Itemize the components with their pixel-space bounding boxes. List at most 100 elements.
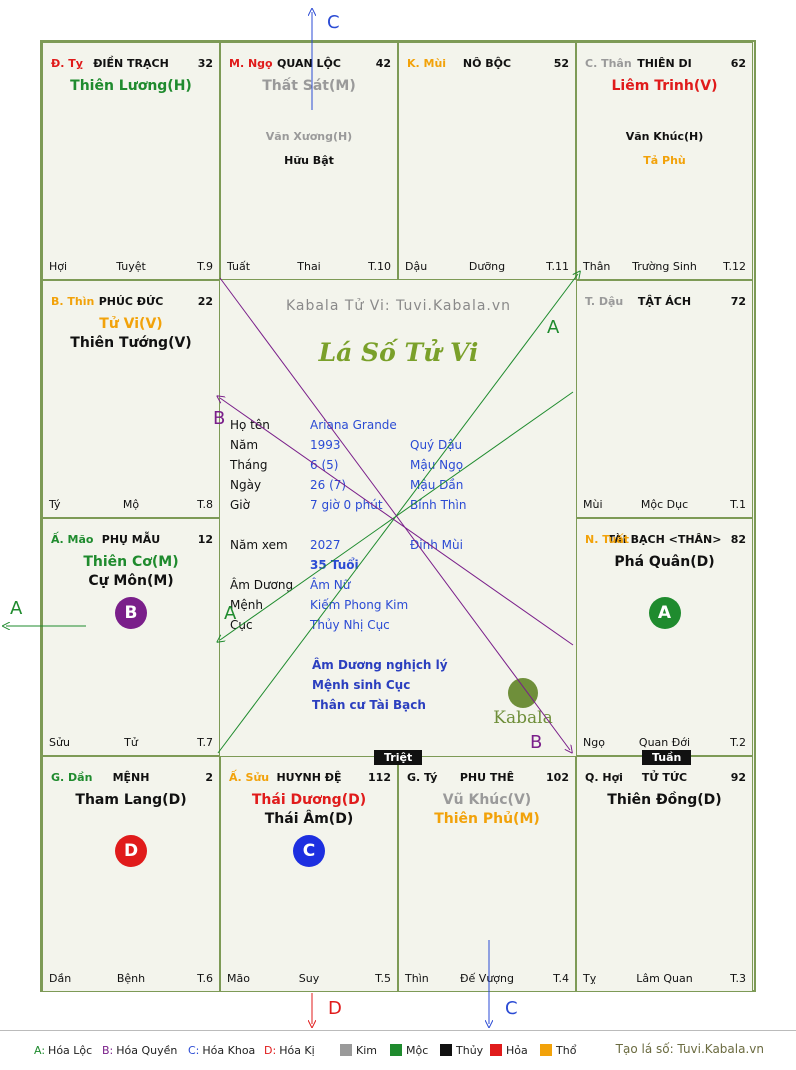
info-key: Mệnh xyxy=(230,598,263,612)
palace-month: T.3 xyxy=(730,972,746,985)
arrow-label-c-bottom: C xyxy=(505,998,518,1019)
main-star: Vũ Khúc(V) xyxy=(442,792,532,808)
stem-branch: K. Mùi xyxy=(407,57,447,70)
palace-age: 22 xyxy=(197,295,213,308)
legend-key: B: xyxy=(102,1044,114,1057)
palace-branch: Hợi xyxy=(49,260,68,273)
main-stars: Vũ Khúc(V) Thiên Phủ(M) xyxy=(399,791,575,829)
life-stage: Lâm Quan xyxy=(636,972,693,985)
palace-branch: Mùi xyxy=(583,498,603,511)
chart-note: Mệnh sinh Cục xyxy=(312,678,411,692)
legend-label: Mộc xyxy=(406,1044,429,1057)
palace-month: T.12 xyxy=(723,260,746,273)
palace-month: T.10 xyxy=(368,260,391,273)
stem-branch: G. Dần xyxy=(51,771,93,784)
stem-branch: Đ. Tỵ xyxy=(51,57,83,70)
info-value: Âm Nữ xyxy=(310,578,351,592)
palace-month: T.1 xyxy=(730,498,746,511)
transformation-arrows xyxy=(0,0,796,1030)
arrow-label-a-inner-1: A xyxy=(547,317,560,338)
info-extra: Quý Dậu xyxy=(410,438,463,452)
main-star: Thiên Đồng(D) xyxy=(607,792,722,808)
main-star: Thiên Phủ(M) xyxy=(434,811,540,827)
info-value: 7 giờ 0 phút xyxy=(310,498,383,512)
palace-branch: Ngọ xyxy=(583,736,605,749)
palace-name: TỬ TỨC xyxy=(641,771,688,784)
info-key: Năm xyxy=(230,438,259,452)
info-key: Năm xem xyxy=(230,538,288,552)
chart-note: Âm Dương nghịch lý xyxy=(312,658,448,672)
color-swatch xyxy=(440,1044,452,1056)
palace-branch: Sửu xyxy=(49,736,70,749)
life-stage: Mộc Dục xyxy=(640,498,689,511)
center-info-panel: Kabala Tử Vi: Tuvi.Kabala.vn Lá Số Tử Vi… xyxy=(220,280,577,754)
minor-star: Văn Xương(H) xyxy=(265,130,353,143)
legend-element-item: Mộc xyxy=(390,1044,428,1057)
legend-label: Thổ xyxy=(556,1044,577,1057)
transformation-marker: B xyxy=(115,597,147,629)
stem-branch: T. Dậu xyxy=(585,295,624,308)
palace-name: TÀI BẠCH <THÂN> xyxy=(607,533,722,546)
life-stage: Bệnh xyxy=(116,972,146,985)
main-stars: Thiên Lương(H) xyxy=(43,77,219,96)
palace-name: NÔ BỘC xyxy=(462,57,512,70)
main-stars: Tử Vi(V)Thiên Tướng(V) xyxy=(43,315,219,353)
legend-label: Kim xyxy=(356,1044,377,1057)
palace-name: MỆNH xyxy=(112,771,150,784)
palace-branch: Mão xyxy=(227,972,250,985)
arrow-label-a-inner-2: A xyxy=(224,603,237,624)
palace-age: 82 xyxy=(730,533,746,546)
info-extra: Mậu Ngọ xyxy=(410,458,464,472)
arrow-label-b-inner-1: B xyxy=(213,408,226,429)
palace-month: T.2 xyxy=(730,736,746,749)
info-extra: Mậu Dần xyxy=(410,478,464,492)
legend-transformation-item: D:Hóa Kị xyxy=(264,1044,315,1057)
palace-branch: Thân xyxy=(583,260,611,273)
info-key: Tháng xyxy=(230,458,268,472)
palace-name: PHÚC ĐỨC xyxy=(98,295,164,308)
main-star: Thái Dương(D) xyxy=(251,792,367,808)
kabala-logo: Kabala xyxy=(488,678,558,728)
main-stars: Thiên Đồng(D) xyxy=(577,791,752,810)
legend-key: D: xyxy=(264,1044,277,1057)
palace-age: 12 xyxy=(197,533,213,546)
info-value: 26 (7) xyxy=(310,478,347,492)
main-star: Thái Âm(D) xyxy=(264,811,354,827)
arrow-b-nw xyxy=(220,398,574,646)
main-star: Thất Sát(M) xyxy=(262,78,356,94)
main-stars: Liêm Trinh(V) xyxy=(577,77,752,96)
stem-branch: Ấ. Sửu xyxy=(229,771,270,784)
palace-month: T.11 xyxy=(546,260,569,273)
transformation-marker: D xyxy=(115,835,147,867)
arrow-label-b-inner-2: B xyxy=(530,732,543,753)
main-stars: Tham Lang(D) xyxy=(43,791,219,810)
palace-month: T.9 xyxy=(197,260,213,273)
triet-badge: Triệt xyxy=(374,750,423,765)
watermark-text: Kabala Tử Vi: Tuvi.Kabala.vn xyxy=(285,298,512,314)
life-stage: Tuyệt xyxy=(116,260,146,273)
palace-branch: Dậu xyxy=(405,260,428,273)
main-stars: Thiên Cơ(M)Cự Môn(M) xyxy=(43,553,219,591)
info-key: Ngày xyxy=(230,478,262,492)
arrow-a-ne xyxy=(217,274,578,754)
main-star: Thiên Lương(H) xyxy=(70,78,192,94)
life-stage: Tử xyxy=(124,736,138,749)
life-stage: Thai xyxy=(297,260,321,273)
arrow-b-se xyxy=(219,277,570,750)
palace-age: 52 xyxy=(553,57,569,70)
main-star: Liêm Trinh(V) xyxy=(611,78,718,94)
tuan-badge: Tuần xyxy=(642,750,692,765)
life-stage: Quan Đới xyxy=(638,736,691,749)
legend-element-item: Thổ xyxy=(540,1044,576,1057)
